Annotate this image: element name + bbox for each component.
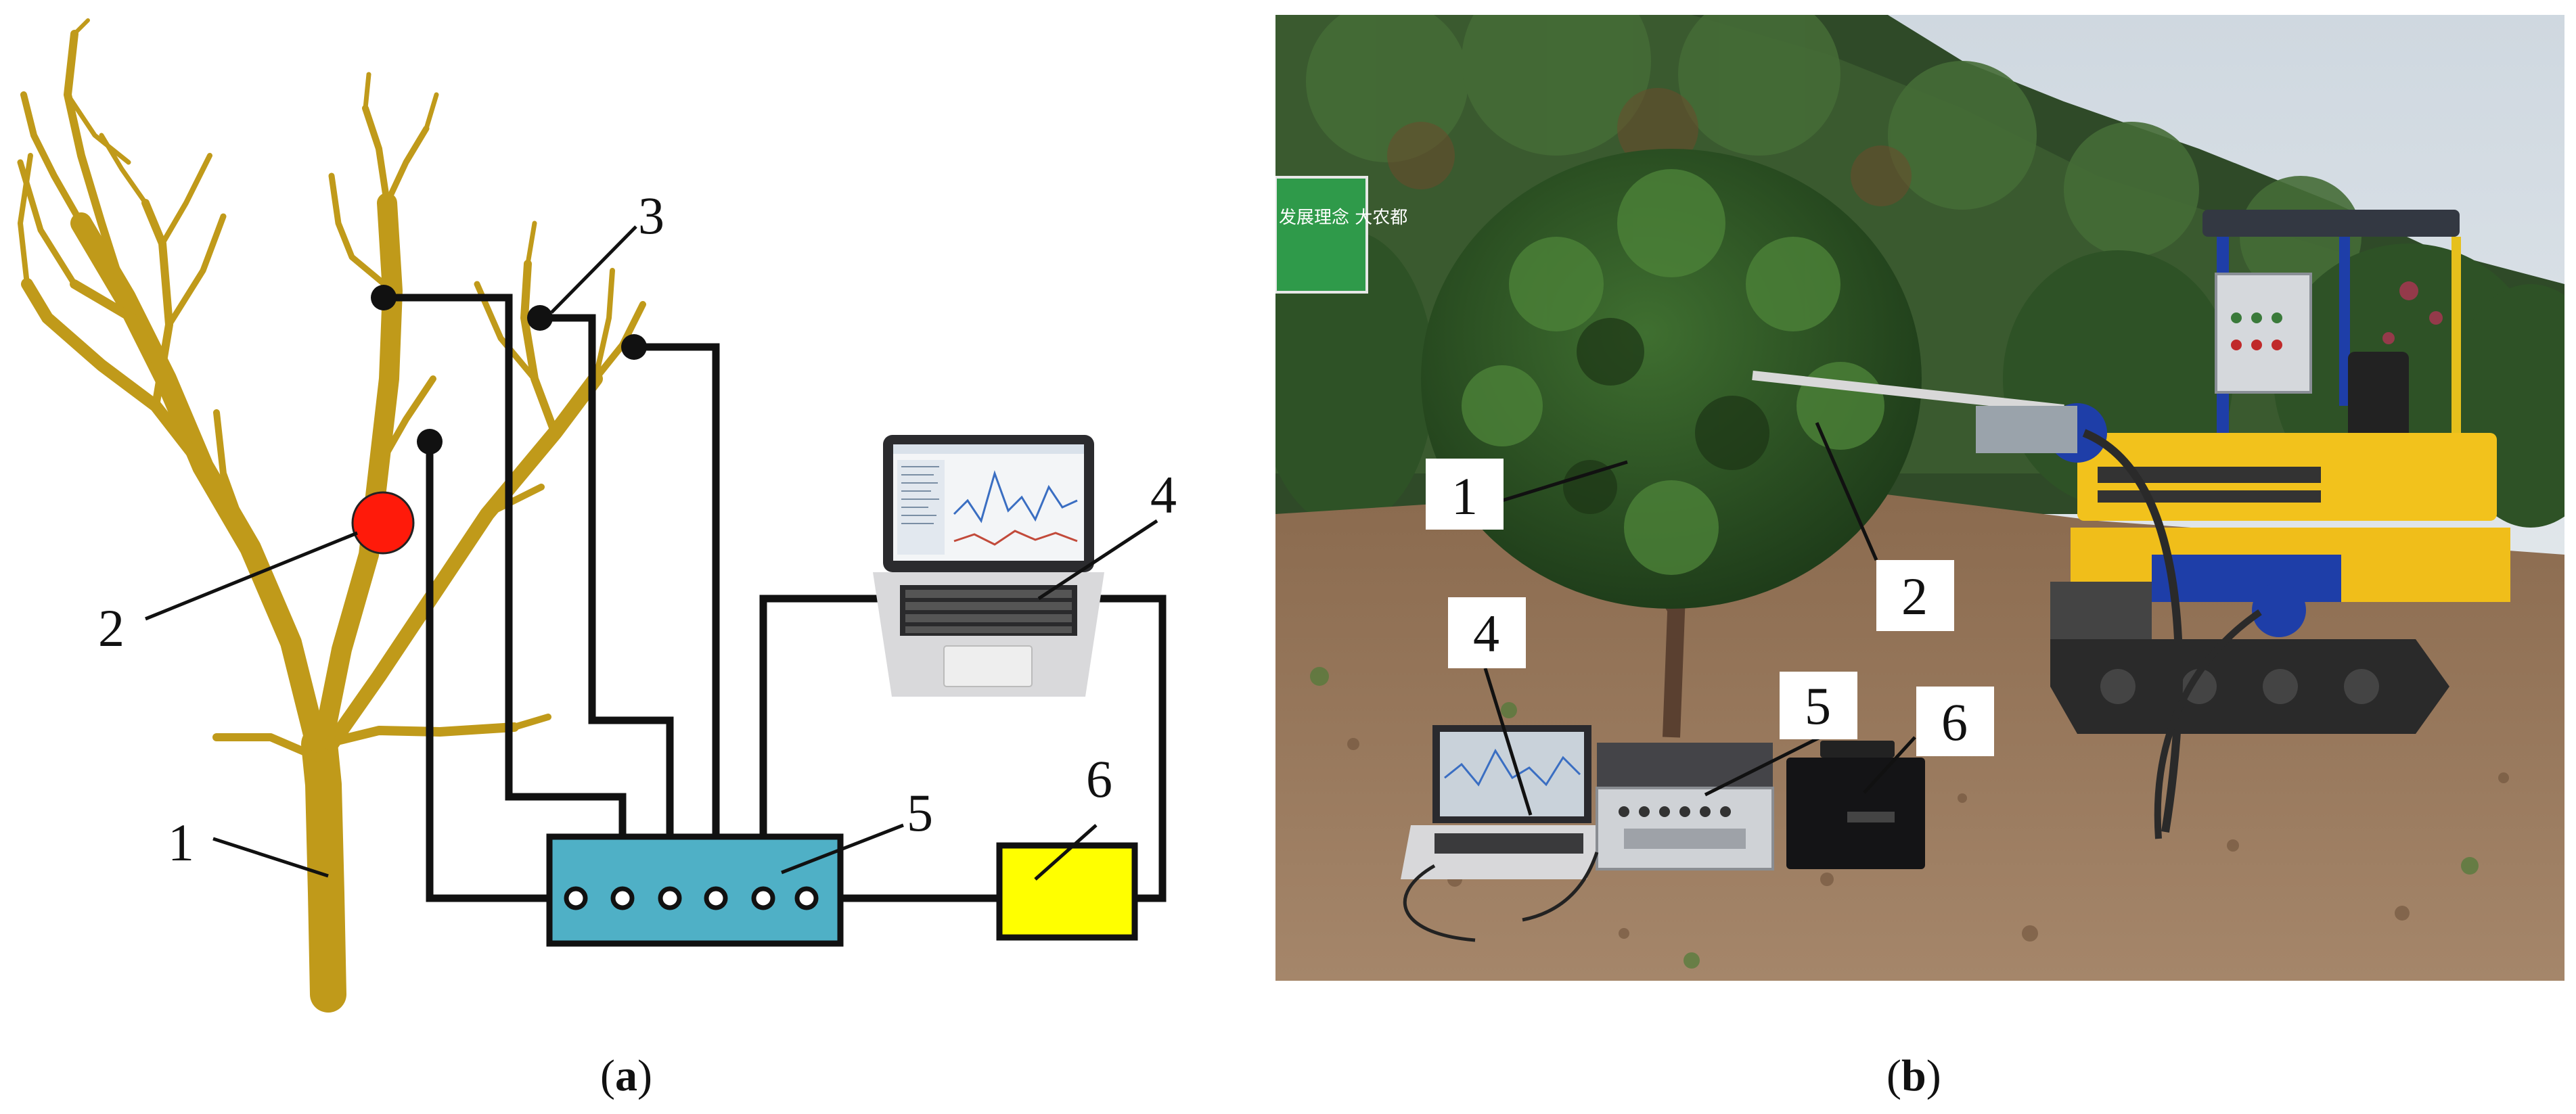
caption-b: (b) <box>1886 1051 1941 1100</box>
label-laptop-4: 4 <box>1150 465 1177 524</box>
sign-text: 发展理念 大农都 <box>1279 208 1407 228</box>
photo-power-supply <box>1786 741 1925 869</box>
green-sign <box>1275 176 1368 294</box>
label-box-1 <box>1426 459 1504 530</box>
harvester-machine <box>1976 210 2510 839</box>
label-box-5 <box>1780 672 1857 739</box>
camellia-bush <box>1421 149 1922 738</box>
leader-lines-a <box>145 225 1158 881</box>
port-circle <box>564 886 588 910</box>
laptop-illustration <box>873 435 1104 697</box>
sensor-dots <box>371 285 647 455</box>
tree-drawing <box>17 18 646 1013</box>
label-box-6 <box>1916 687 1994 756</box>
port-circle <box>610 886 635 910</box>
label-b-sensor-2: 2 <box>1901 567 1928 626</box>
sensor-red-circle <box>351 491 415 555</box>
caption-a: (a) <box>600 1051 652 1100</box>
label-b-laptop-4: 4 <box>1473 604 1499 663</box>
label-power-6: 6 <box>1086 749 1112 808</box>
photo-acq-box <box>1596 743 1774 871</box>
port-circle <box>794 886 819 910</box>
label-b-box-5: 5 <box>1805 676 1831 735</box>
label-sensor-2: 2 <box>98 599 125 657</box>
photo-laptop <box>1401 725 1604 879</box>
label-b-tree-1: 1 <box>1451 467 1478 526</box>
power-supply-box <box>996 842 1138 941</box>
wiring <box>384 294 1167 902</box>
port-circle <box>658 886 682 910</box>
panel-a: 1 2 3 4 5 6 (a) <box>17 18 1177 1100</box>
panel-b-labels: 1 2 4 5 6 <box>1426 422 1994 816</box>
sensor-dot <box>371 285 397 310</box>
port-circle <box>751 886 775 910</box>
label-box-4 <box>1448 597 1526 668</box>
acquisition-box <box>546 833 844 947</box>
label-tree-1: 1 <box>168 813 194 872</box>
sensor-dot <box>417 429 443 455</box>
blue-motor-lower <box>2252 583 2306 637</box>
acquisition-ports <box>564 886 819 910</box>
label-box-5: 5 <box>907 783 933 842</box>
label-b-power-6: 6 <box>1941 693 1968 751</box>
sensor-dot <box>621 334 647 360</box>
label-box-2 <box>1876 560 1954 631</box>
port-circle <box>704 886 728 910</box>
label-port-3: 3 <box>638 186 664 245</box>
sensor-dot <box>527 305 553 331</box>
